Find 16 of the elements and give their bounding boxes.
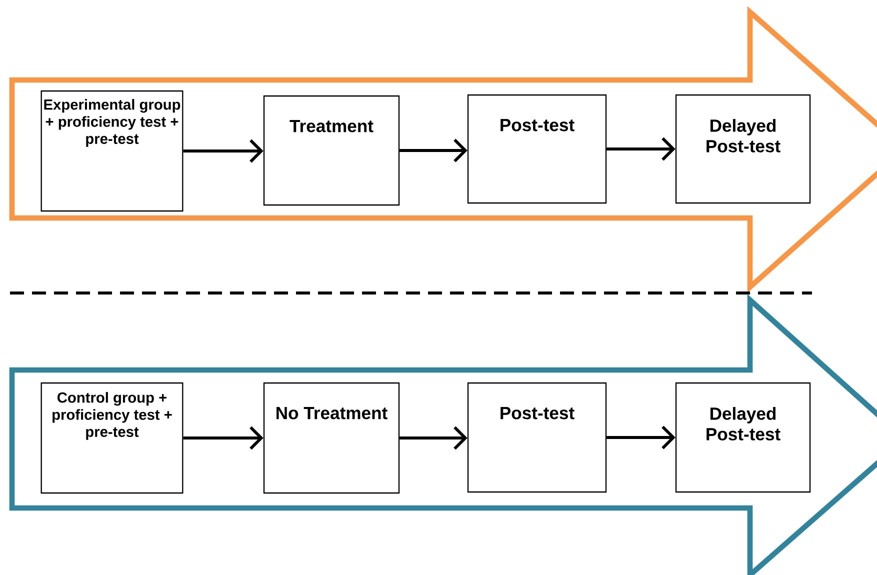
process-box: Experimental group + proficiency test + pre-test (40, 90, 184, 212)
process-box: Delayed Post-test (675, 94, 811, 204)
arrow (606, 137, 676, 161)
process-box: Delayed Post-test (675, 382, 811, 493)
arrow (400, 426, 468, 450)
process-box: Post-test (467, 382, 607, 493)
arrow-band (9, 294, 877, 575)
process-box: No Treatment (263, 382, 400, 494)
arrow-band (9, 6, 877, 293)
arrow (606, 426, 676, 450)
process-box: Post-test (467, 94, 607, 204)
process-box: Treatment (263, 95, 400, 206)
process-box: Control group + proficiency test + pre-test (40, 382, 184, 494)
arrow (183, 139, 264, 163)
arrow (183, 426, 264, 450)
arrow (400, 138, 468, 162)
